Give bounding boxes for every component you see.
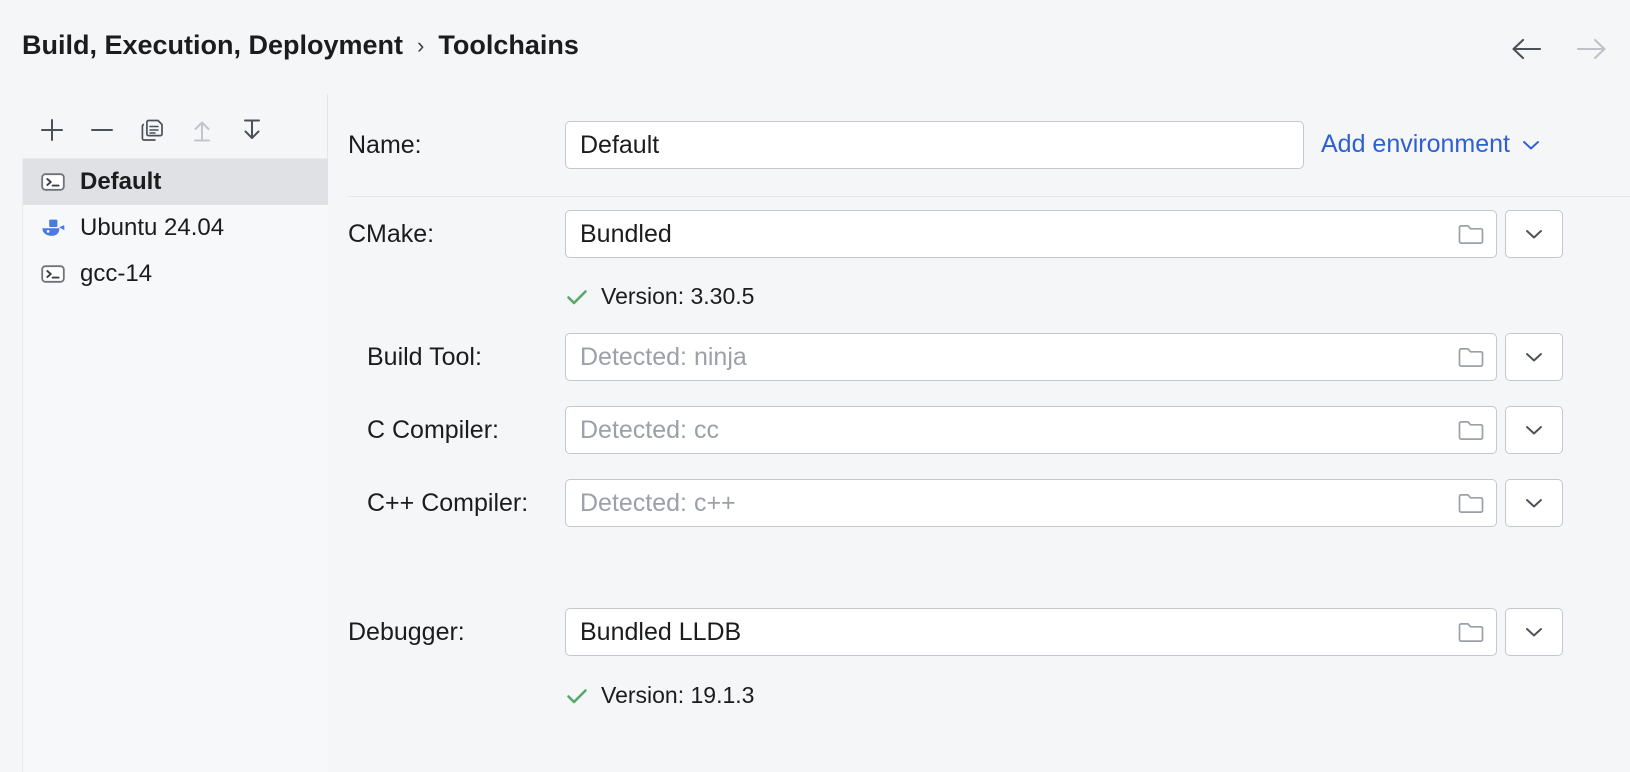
arrow-down-to-line-icon: [244, 119, 260, 139]
page-header: Build, Execution, Deployment › Toolchain…: [0, 0, 1630, 94]
cmake-version-text: Version: 3.30.5: [601, 283, 755, 309]
name-input-value: Default: [580, 130, 660, 159]
add-environment-button[interactable]: Add environment: [1321, 130, 1542, 159]
name-label: Name:: [348, 131, 422, 159]
add-environment-label: Add environment: [1321, 130, 1511, 158]
chevron-down-icon: [1526, 499, 1542, 508]
arrow-left-icon: [1512, 38, 1542, 60]
chevron-down-icon: [1526, 353, 1542, 362]
folder-icon[interactable]: [1454, 340, 1488, 374]
folder-icon[interactable]: [1454, 413, 1488, 447]
check-icon: [565, 287, 589, 307]
breadcrumb: Build, Execution, Deployment › Toolchain…: [22, 30, 579, 61]
sidebar-toolbar: [22, 102, 328, 158]
sidebar-item-label: Default: [80, 168, 162, 195]
build-tool-label: Build Tool:: [367, 343, 482, 371]
arrow-up-to-line-icon: [194, 121, 210, 142]
move-up-button[interactable]: [180, 108, 224, 152]
folder-icon[interactable]: [1454, 486, 1488, 520]
folder-icon[interactable]: [1454, 217, 1488, 251]
breadcrumb-current: Toolchains: [438, 30, 579, 60]
cmake-version-status: Version: 3.30.5: [565, 283, 754, 310]
move-down-button[interactable]: [230, 108, 274, 152]
remove-toolchain-button[interactable]: [80, 108, 124, 152]
cxx-compiler-dropdown-button[interactable]: [1505, 479, 1563, 527]
debugger-dropdown-button[interactable]: [1505, 608, 1563, 656]
chevron-down-icon: [1526, 230, 1542, 239]
c-compiler-dropdown-button[interactable]: [1505, 406, 1563, 454]
debugger-input[interactable]: Bundled LLDB: [565, 608, 1497, 656]
build-tool-dropdown-button[interactable]: [1505, 333, 1563, 381]
plus-icon: [41, 119, 63, 141]
toolchains-list: Default Ubuntu 24.04 gcc-: [22, 158, 328, 772]
chevron-down-icon: [1526, 628, 1542, 637]
debugger-label: Debugger:: [348, 618, 465, 646]
sidebar-item-default[interactable]: Default: [23, 159, 328, 205]
cmake-input[interactable]: Bundled: [565, 210, 1497, 258]
build-tool-input[interactable]: Detected: ninja: [565, 333, 1497, 381]
check-icon: [565, 686, 589, 706]
toolchain-settings-panel: Name: Default Add environment CMake: Bun…: [329, 94, 1630, 772]
copy-icon: [141, 119, 163, 141]
debugger-input-value: Bundled LLDB: [580, 617, 742, 646]
terminal-icon: [38, 259, 68, 289]
copy-toolchain-button[interactable]: [130, 108, 174, 152]
chevron-down-icon: [1526, 426, 1542, 435]
cmake-input-value: Bundled: [580, 219, 672, 248]
navigation-arrows: [1506, 32, 1612, 66]
back-button[interactable]: [1506, 32, 1546, 66]
breadcrumb-separator-icon: ›: [417, 32, 425, 58]
breadcrumb-parent[interactable]: Build, Execution, Deployment: [22, 30, 404, 60]
sidebar-item-ubuntu-24-04[interactable]: Ubuntu 24.04: [23, 205, 328, 251]
c-compiler-placeholder: Detected: cc: [580, 415, 719, 444]
cxx-compiler-label: C++ Compiler:: [367, 489, 529, 517]
minus-icon: [91, 129, 113, 131]
debugger-version-status: Version: 19.1.3: [565, 682, 754, 709]
c-compiler-input[interactable]: Detected: cc: [565, 406, 1497, 454]
sidebar-item-label: Ubuntu 24.04: [80, 214, 225, 241]
cmake-label: CMake:: [348, 220, 435, 248]
docker-icon: [38, 213, 68, 243]
c-compiler-label: C Compiler:: [367, 416, 499, 444]
chevron-down-icon: [1523, 140, 1539, 149]
cmake-dropdown-button[interactable]: [1505, 210, 1563, 258]
debugger-version-text: Version: 19.1.3: [601, 682, 755, 708]
sidebar-item-label: gcc-14: [80, 260, 153, 287]
add-toolchain-button[interactable]: [30, 108, 74, 152]
cxx-compiler-placeholder: Detected: c++: [580, 488, 736, 517]
forward-button[interactable]: [1572, 32, 1612, 66]
toolchains-sidebar: Default Ubuntu 24.04 gcc-: [0, 94, 328, 772]
folder-icon[interactable]: [1454, 615, 1488, 649]
terminal-icon: [38, 167, 68, 197]
build-tool-placeholder: Detected: ninja: [580, 342, 747, 371]
arrow-right-icon: [1576, 38, 1606, 60]
section-divider: [348, 196, 1630, 197]
name-input[interactable]: Default: [565, 121, 1304, 169]
cxx-compiler-input[interactable]: Detected: c++: [565, 479, 1497, 527]
sidebar-item-gcc-14[interactable]: gcc-14: [23, 251, 328, 297]
